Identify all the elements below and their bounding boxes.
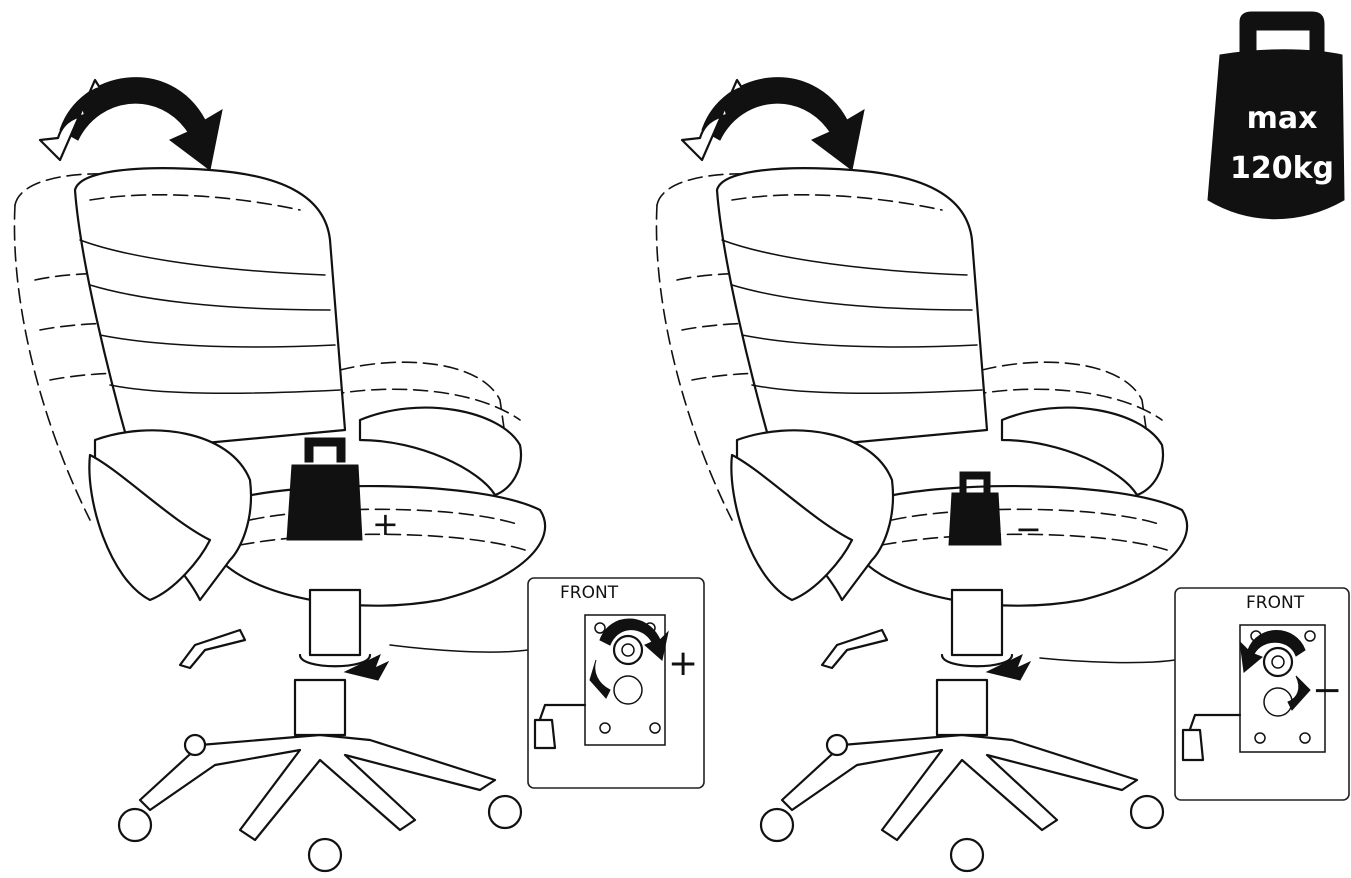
tension-mechanism-inset-right: FRONT − xyxy=(1039,587,1350,801)
weight-limit-value: 120kg xyxy=(1230,151,1334,186)
rotate-ccw-arrow-icon xyxy=(1239,630,1306,673)
front-label-right: FRONT xyxy=(1246,593,1305,613)
front-label-left: FRONT xyxy=(560,583,619,603)
rotate-ccw-arrow-2-icon xyxy=(1287,675,1311,711)
light-weight-icon xyxy=(948,471,1002,546)
seat-minus-sign: − xyxy=(1015,510,1042,548)
tension-plus-sign: + xyxy=(668,643,698,684)
rotate-arrow-2-icon xyxy=(589,659,611,699)
max-label: max xyxy=(1247,101,1318,136)
max-weight-badge: max 120kg xyxy=(1207,11,1345,220)
chair-left: + xyxy=(13,76,547,873)
heavy-weight-icon xyxy=(286,437,363,541)
rotate-arrow-icon xyxy=(599,618,669,661)
seat-plus-sign: + xyxy=(372,505,399,543)
tension-minus-sign: − xyxy=(1312,670,1342,711)
tension-mechanism-inset-left: FRONT + xyxy=(389,577,705,789)
chair-right: − xyxy=(655,76,1189,873)
